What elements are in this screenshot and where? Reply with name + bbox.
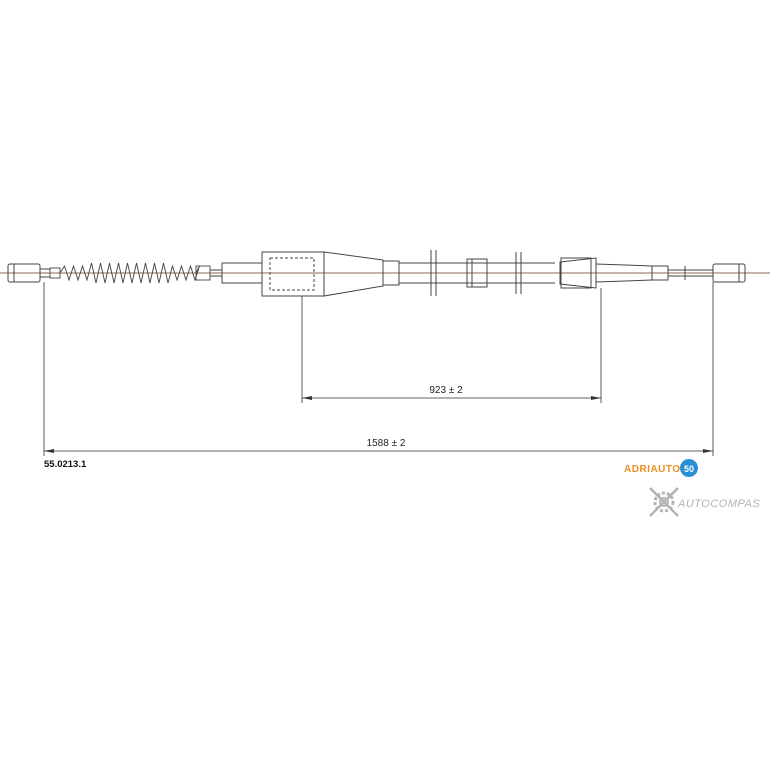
watermark: AUTOCOMPAS (649, 487, 760, 517)
watermark-text: AUTOCOMPAS (677, 498, 760, 510)
part-number: 55.0213.1 (44, 459, 87, 470)
dimension-inner-label: 923 ± 2 (429, 385, 463, 396)
manufacturer-logo: ADRIAUTO 50 (624, 459, 698, 477)
sheath-middle (382, 250, 555, 296)
manufacturer-logo-text: ADRIAUTO (624, 464, 681, 475)
main-housing (261, 251, 384, 297)
right-ferrule (559, 257, 669, 289)
logo-badge-icon (680, 459, 698, 477)
right-end-fitting (668, 263, 746, 283)
manufacturer-logo-badge: 50 (684, 464, 694, 474)
extension-lines (43, 282, 714, 456)
dimension-overall: 1588 ± 2 (44, 438, 713, 453)
dimension-overall-label: 1588 ± 2 (367, 438, 406, 449)
gear-icon (649, 487, 679, 517)
dimension-inner: 923 ± 2 (302, 385, 601, 400)
spring-section (49, 262, 211, 284)
left-end-fitting (7, 263, 50, 283)
